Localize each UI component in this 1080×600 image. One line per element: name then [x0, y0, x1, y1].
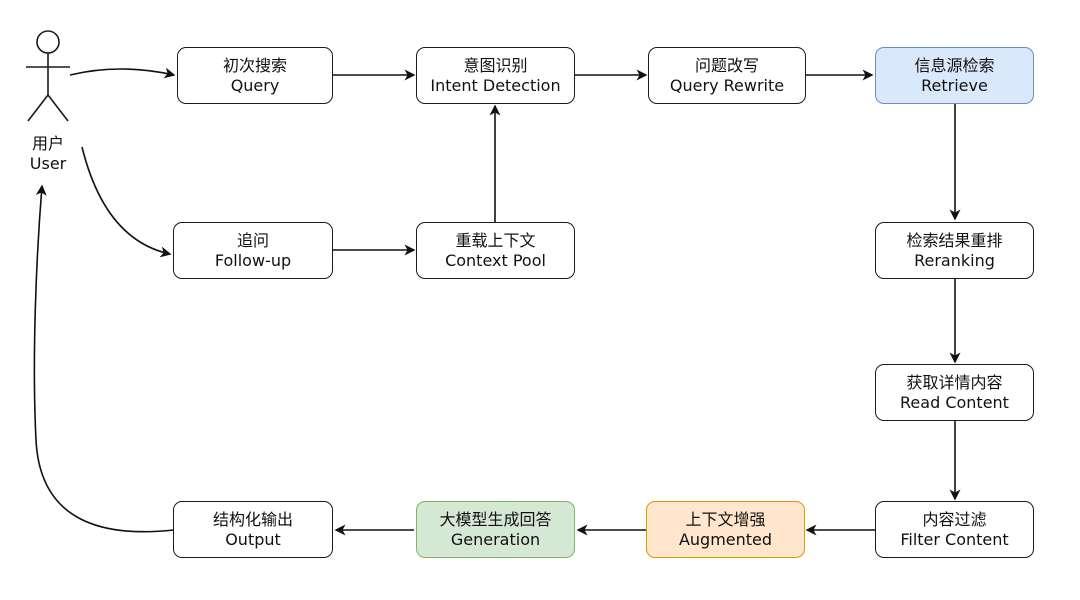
node-rerank-zh: 检索结果重排	[906, 230, 1003, 250]
node-rewrite-en: Query Rewrite	[669, 75, 785, 95]
node-intent-detection: 意图识别 Intent Detection	[416, 47, 575, 104]
node-augment-en: Augmented	[678, 529, 773, 549]
node-read-zh: 获取详情内容	[906, 372, 1003, 392]
node-augmented: 上下文增强 Augmented	[646, 501, 805, 558]
node-filter-zh: 内容过滤	[922, 509, 987, 529]
node-generate-en: Generation	[450, 529, 541, 549]
user-label-zh: 用户	[31, 134, 64, 153]
node-retrieve: 信息源检索 Retrieve	[875, 47, 1034, 104]
user-label-en: User	[29, 154, 67, 173]
user-actor-label: 用户 User	[18, 134, 78, 174]
node-followup-zh: 追问	[236, 230, 269, 250]
node-intent-en: Intent Detection	[430, 75, 561, 95]
node-filter-en: Filter Content	[900, 529, 1009, 549]
node-reranking: 检索结果重排 Reranking	[875, 222, 1034, 279]
node-retrieve-en: Retrieve	[921, 75, 988, 95]
node-context-pool: 重载上下文 Context Pool	[416, 222, 575, 279]
node-rewrite-zh: 问题改写	[694, 55, 759, 75]
node-query-zh: 初次搜索	[222, 55, 287, 75]
node-output-en: Output	[225, 529, 281, 549]
node-rerank-en: Reranking	[914, 250, 995, 270]
node-query-rewrite: 问题改写 Query Rewrite	[648, 47, 806, 104]
edge-user-to-query	[69, 67, 176, 79]
node-intent-zh: 意图识别	[463, 55, 528, 75]
node-augment-zh: 上下文增强	[685, 509, 766, 529]
node-generate-zh: 大模型生成回答	[439, 509, 552, 529]
edge-output-to-user	[33, 184, 175, 533]
user-actor-icon	[26, 30, 70, 122]
node-context-zh: 重载上下文	[455, 230, 536, 250]
node-query-en: Query	[230, 75, 280, 95]
node-context-en: Context Pool	[445, 250, 546, 270]
node-output-zh: 结构化输出	[212, 509, 293, 529]
node-generation: 大模型生成回答 Generation	[416, 501, 575, 558]
node-follow-up: 追问 Follow-up	[173, 222, 333, 279]
node-output: 结构化输出 Output	[173, 501, 333, 558]
node-query: 初次搜索 Query	[177, 47, 333, 104]
node-filter-content: 内容过滤 Filter Content	[875, 501, 1034, 558]
node-retrieve-zh: 信息源检索	[914, 55, 995, 75]
node-read-en: Read Content	[900, 392, 1009, 412]
node-followup-en: Follow-up	[214, 250, 292, 270]
edge-user-to-followup	[81, 146, 172, 258]
node-read-content: 获取详情内容 Read Content	[875, 364, 1034, 421]
